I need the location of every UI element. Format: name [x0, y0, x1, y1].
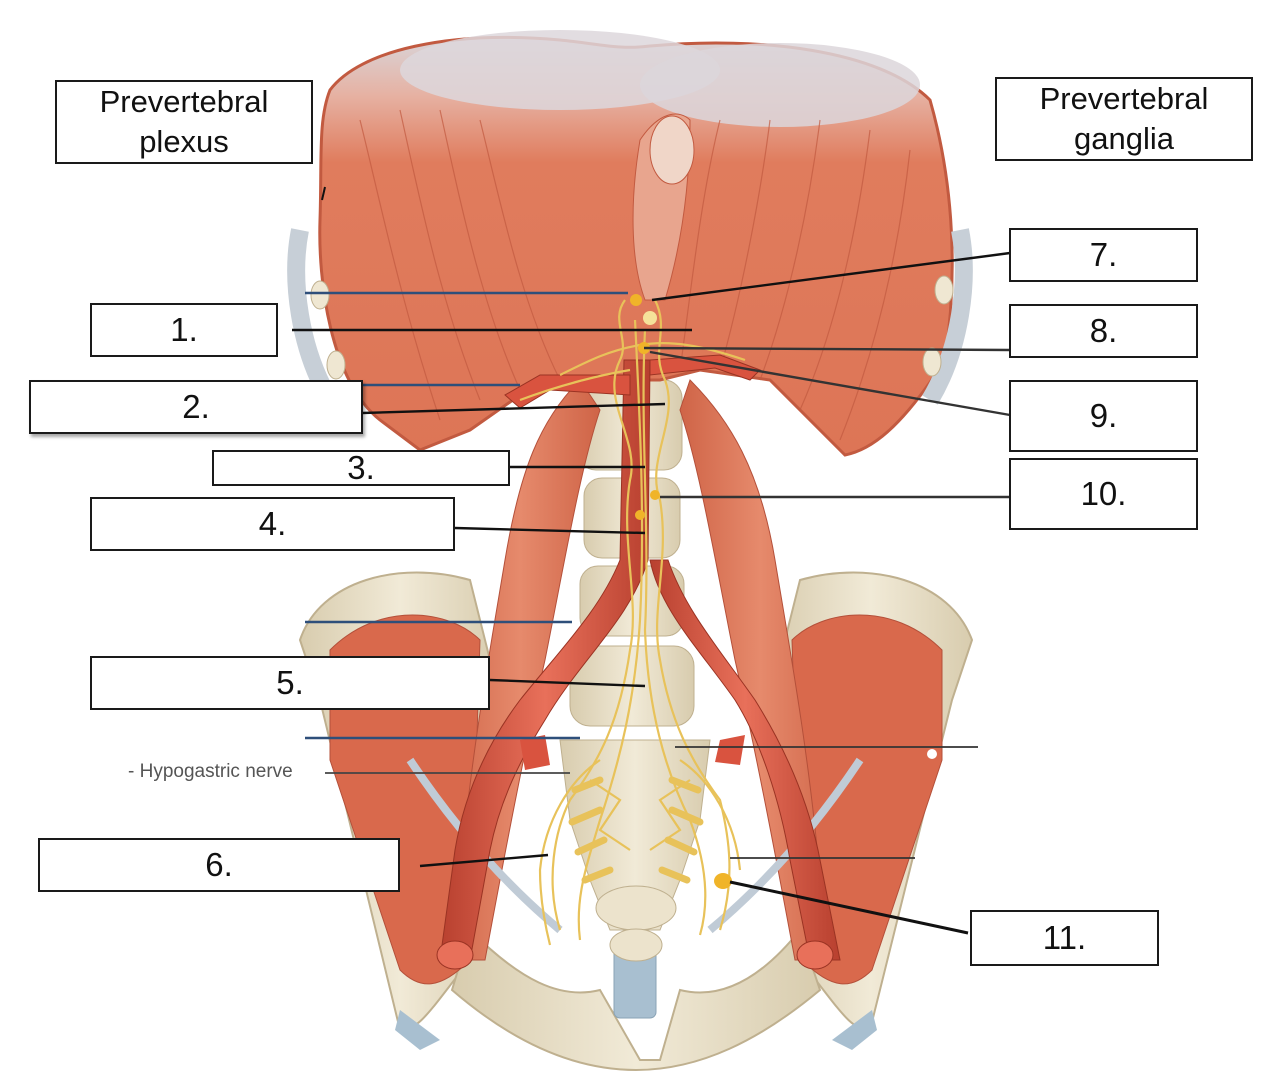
label-box-8[interactable]: 8.: [1009, 304, 1198, 358]
leader-4: [454, 526, 646, 535]
label-box-1[interactable]: 1.: [90, 303, 278, 357]
label-box-4[interactable]: 4.: [90, 497, 455, 551]
label-box-9[interactable]: 9.: [1009, 380, 1198, 452]
label-box-6[interactable]: 6.: [38, 838, 400, 892]
sacral-nerve-roots: [568, 776, 704, 884]
label-box-2[interactable]: 2.: [29, 380, 363, 434]
aorta: [436, 354, 841, 970]
header-prevertebral-plexus: Prevertebral plexus: [55, 80, 313, 164]
leader-6: [419, 853, 549, 868]
leader-2: [361, 402, 666, 415]
hypogastric-nerve-label: - Hypogastric nerve: [128, 761, 293, 782]
leader-7: [651, 251, 1011, 302]
leader-5: [489, 678, 646, 688]
white-dot-marker: [927, 749, 937, 759]
label-box-3[interactable]: 3.: [212, 449, 510, 486]
header-prevertebral-ganglia: Prevertebral ganglia: [995, 77, 1253, 161]
label-box-11[interactable]: 11.: [970, 910, 1159, 966]
label-box-7[interactable]: 7.: [1009, 228, 1198, 282]
leader-11: [729, 880, 969, 935]
tick-mark: [321, 186, 326, 201]
label-box-10[interactable]: 10.: [1009, 458, 1198, 530]
leader-9: [649, 350, 1011, 417]
label-box-5[interactable]: 5.: [90, 656, 490, 710]
leader-8: [643, 346, 1011, 352]
leader-lines: [292, 186, 1011, 935]
ganglia-marks: [630, 294, 732, 889]
diaphragm: [287, 30, 973, 457]
